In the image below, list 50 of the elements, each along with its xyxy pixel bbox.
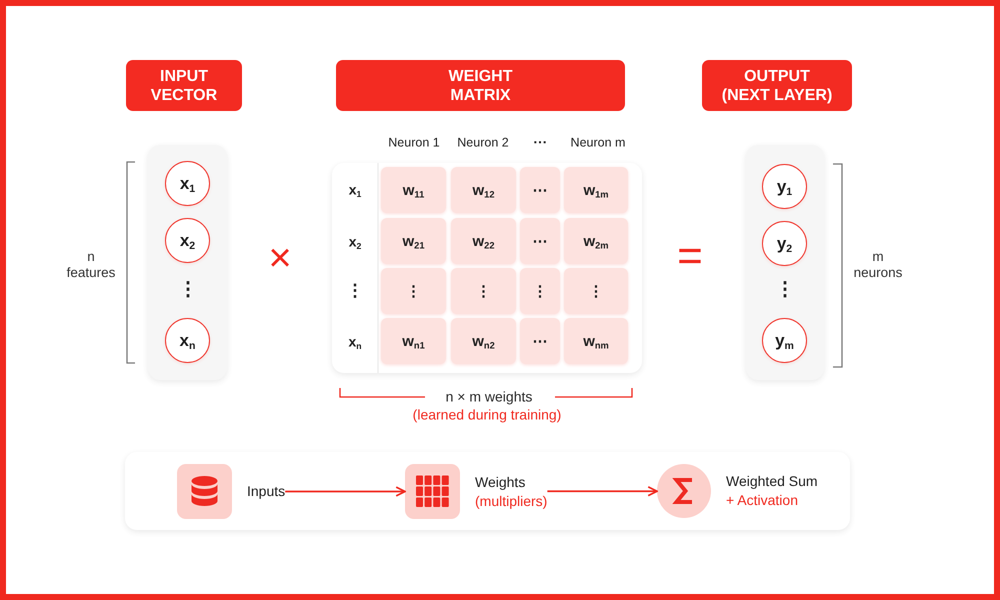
dimension-label: n features <box>66 248 116 282</box>
row-label: x$_{n}$ <box>348 334 362 350</box>
weight-cell: w$_{11}$ <box>381 167 446 213</box>
ellipsis: ⋮ <box>346 280 364 302</box>
weight-cell: ⋮ <box>381 268 446 314</box>
arrow <box>547 486 658 497</box>
output-circle: y$_{m}$ <box>762 318 807 363</box>
dimension-label: m neurons <box>852 248 904 282</box>
column-header: Neuron m <box>570 136 626 150</box>
row-label: x$_{2}$ <box>348 234 362 250</box>
weight-cell: w$_{12}$ <box>451 167 516 213</box>
step-label: Weighted Sum <box>726 473 818 490</box>
weight-cell: ⋮ <box>564 268 628 314</box>
multiply-sign: × <box>268 235 292 282</box>
ellipsis: ⋯ <box>533 134 547 150</box>
step-label: Weights <box>475 474 526 490</box>
weight-matrix-panel <box>332 163 642 373</box>
arrow <box>285 486 406 497</box>
weight-cell: w$_{n2}$ <box>451 318 516 364</box>
section-header: OUTPUT (NEXT LAYER) <box>702 60 852 111</box>
weight-cell: ⋯ <box>520 318 560 364</box>
input-circle: x$_{1}$ <box>165 161 210 206</box>
column-header: Neuron 2 <box>457 136 509 150</box>
weight-cell: w$_{21}$ <box>381 218 446 264</box>
input-circle: x$_{2}$ <box>165 218 210 263</box>
row-label: x$_{1}$ <box>348 182 362 198</box>
note: (learned during training) <box>412 406 562 424</box>
equals-sign: = <box>677 230 703 283</box>
column-header: Neuron 1 <box>388 136 440 150</box>
output-circle: y$_{2}$ <box>762 221 807 266</box>
ellipsis: ⋮ <box>776 280 794 302</box>
step-note: (multipliers) <box>475 492 548 510</box>
flow-panel <box>125 452 850 530</box>
weight-cell: w$_{nm}$ <box>564 318 628 364</box>
output-circle: y$_{1}$ <box>762 164 807 209</box>
ellipsis: ⋮ <box>178 280 198 302</box>
weight-cell: ⋮ <box>451 268 516 314</box>
step-note: + Activation <box>726 492 799 509</box>
dimension-label: n × m weights <box>446 388 532 406</box>
section-header: INPUT VECTOR <box>126 60 242 111</box>
weight-cell: ⋯ <box>520 218 560 264</box>
step-label: Inputs <box>247 483 286 500</box>
input-circle: x$_{n}$ <box>165 318 210 363</box>
section-header: WEIGHT MATRIX <box>336 60 625 111</box>
weight-cell: ⋮ <box>520 268 560 314</box>
weight-cell: ⋯ <box>520 167 560 213</box>
weight-cell: w$_{22}$ <box>451 218 516 264</box>
weight-cell: w$_{n1}$ <box>381 318 446 364</box>
weight-cell: w$_{2m}$ <box>564 218 628 264</box>
weight-cell: w$_{1m}$ <box>564 167 628 213</box>
